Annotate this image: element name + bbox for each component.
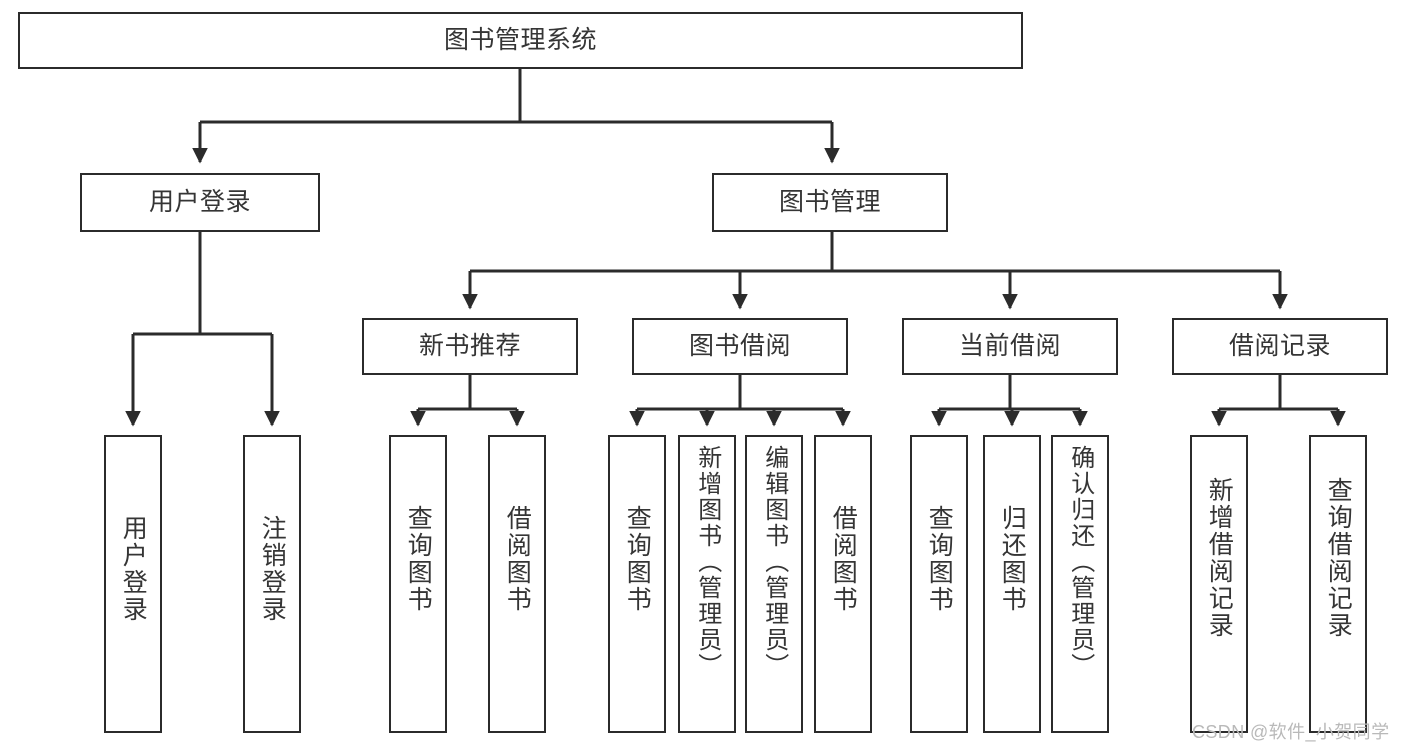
node-leaf-query-record[interactable]: 查询借阅记录 (1309, 435, 1367, 733)
node-current-borrow[interactable]: 当前借阅 (902, 318, 1118, 375)
node-book-borrow[interactable]: 图书借阅 (632, 318, 848, 375)
node-new-book-recommend[interactable]: 新书推荐 (362, 318, 578, 375)
node-leaf-borrow-book-1[interactable]: 借阅图书 (488, 435, 546, 733)
node-book-manage[interactable]: 图书管理 (712, 173, 948, 232)
node-leaf-add-record[interactable]: 新增借阅记录 (1190, 435, 1248, 733)
node-leaf-confirm-return-label: 确认归还（管理员） (1066, 445, 1094, 679)
node-user-login-label: 用户登录 (148, 187, 251, 216)
node-current-borrow-label: 当前借阅 (958, 331, 1061, 360)
node-borrow-record-label: 借阅记录 (1228, 331, 1331, 360)
node-leaf-add-book[interactable]: 新增图书（管理员） (678, 435, 736, 733)
node-user-login[interactable]: 用户登录 (80, 173, 320, 232)
node-leaf-query-book-3-label: 查询图书 (925, 505, 954, 613)
node-leaf-borrow-book-1-label: 借阅图书 (503, 505, 532, 613)
node-leaf-borrow-book-2-label: 借阅图书 (829, 505, 858, 613)
node-new-book-recommend-label: 新书推荐 (418, 331, 521, 360)
node-leaf-confirm-return[interactable]: 确认归还（管理员） (1051, 435, 1109, 733)
node-leaf-query-record-label: 查询借阅记录 (1324, 477, 1353, 639)
node-leaf-query-book-2[interactable]: 查询图书 (608, 435, 666, 733)
node-leaf-edit-book[interactable]: 编辑图书（管理员） (745, 435, 803, 733)
node-leaf-user-login-label: 用户登录 (119, 515, 148, 623)
node-borrow-record[interactable]: 借阅记录 (1172, 318, 1388, 375)
node-leaf-user-login[interactable]: 用户登录 (104, 435, 162, 733)
node-book-manage-label: 图书管理 (778, 187, 881, 216)
csdn-watermark: CSDN @软件_小贺同学 (1192, 722, 1390, 742)
node-leaf-edit-book-label: 编辑图书（管理员） (760, 445, 788, 679)
node-leaf-borrow-book-2[interactable]: 借阅图书 (814, 435, 872, 733)
node-leaf-user-logout[interactable]: 注销登录 (243, 435, 301, 733)
node-book-borrow-label: 图书借阅 (688, 331, 791, 360)
node-root[interactable]: 图书管理系统 (18, 12, 1023, 69)
node-leaf-user-logout-label: 注销登录 (258, 515, 287, 623)
node-leaf-add-book-label: 新增图书（管理员） (693, 445, 721, 679)
node-leaf-add-record-label: 新增借阅记录 (1205, 477, 1234, 639)
node-leaf-query-book-1[interactable]: 查询图书 (389, 435, 447, 733)
node-leaf-query-book-3[interactable]: 查询图书 (910, 435, 968, 733)
node-leaf-query-book-2-label: 查询图书 (623, 505, 652, 613)
node-root-label: 图书管理系统 (443, 25, 597, 54)
node-leaf-return-book[interactable]: 归还图书 (983, 435, 1041, 733)
node-leaf-return-book-label: 归还图书 (998, 505, 1027, 613)
node-leaf-query-book-1-label: 查询图书 (404, 505, 433, 613)
